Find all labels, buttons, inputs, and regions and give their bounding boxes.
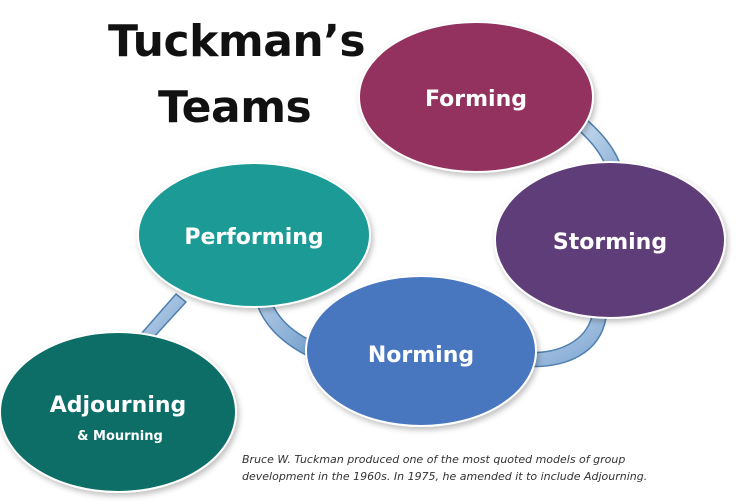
stage-norming: Norming <box>305 275 537 427</box>
stage-adjourning-label: Adjourning <box>50 393 187 418</box>
caption-line-2: development in the 1960s. In 1975, he am… <box>242 470 648 483</box>
stage-storming-label: Storming <box>553 230 667 255</box>
stage-performing-label: Performing <box>184 225 323 250</box>
stage-performing: Performing <box>137 162 371 308</box>
stage-adjourning-sublabel: & Mourning <box>77 429 163 444</box>
stage-adjourning: Adjourning & Mourning <box>0 331 237 493</box>
stage-norming-shape <box>305 275 537 427</box>
stage-forming-label: Forming <box>425 87 527 112</box>
stage-forming: Forming <box>358 21 594 173</box>
stage-performing-shape <box>137 162 371 308</box>
stage-storming-shape <box>494 161 726 319</box>
stage-storming: Storming <box>494 161 726 319</box>
stage-norming-label: Norming <box>368 343 474 368</box>
stage-forming-shape <box>358 21 594 173</box>
caption: Bruce W. Tuckman produced one of the mos… <box>242 451 722 485</box>
stage-nodes: Forming Storming Norming Performing Adjo… <box>0 21 726 493</box>
diagram-title-line-2: Teams <box>158 82 312 133</box>
stage-adjourning-shape <box>0 331 237 493</box>
diagram-title-line-1: Tuckman’s <box>108 16 366 67</box>
caption-line-1: Bruce W. Tuckman produced one of the mos… <box>242 453 626 466</box>
